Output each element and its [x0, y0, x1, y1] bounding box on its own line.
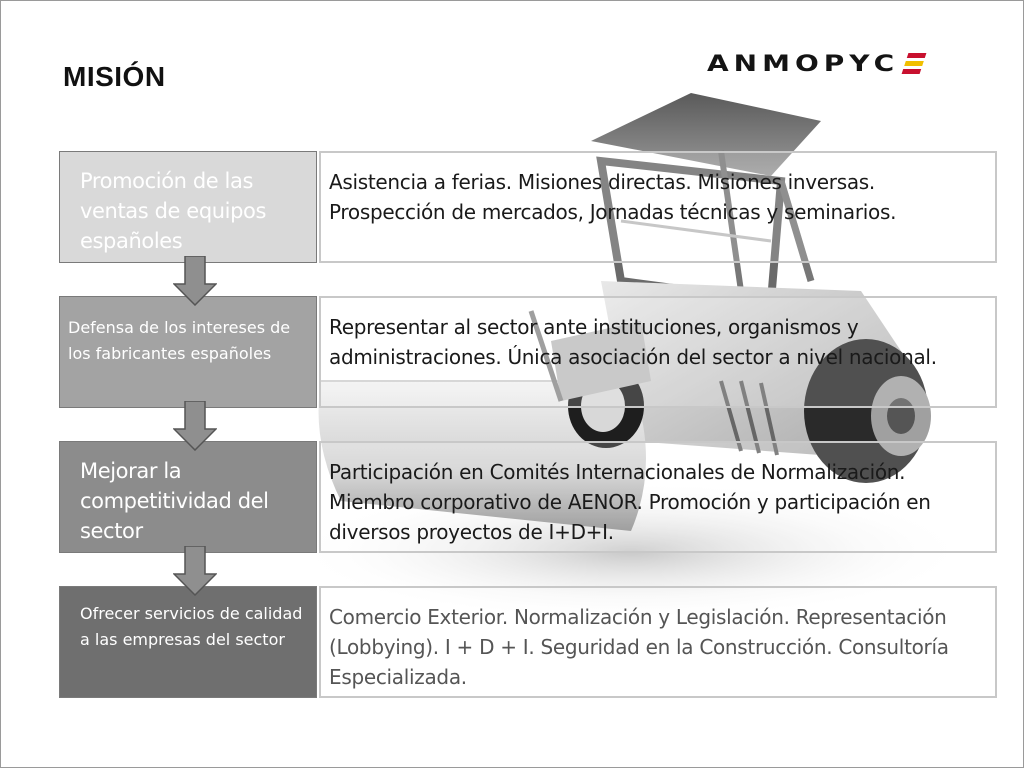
anmopyc-logo: ANMOPYC: [707, 43, 927, 83]
mission-description-box: Asistencia a ferias. Misiones directas. …: [319, 151, 997, 263]
down-arrow-icon: [173, 401, 217, 451]
slide-title: MISIÓN: [63, 61, 166, 92]
mission-category-box: Promoción de las ventas de equipos españ…: [59, 151, 317, 263]
road-roller-illustration: [301, 93, 971, 621]
flag-stripe-top: [906, 52, 927, 58]
mission-category-label: Defensa de los intereses de los fabrican…: [68, 318, 291, 363]
mission-category-box: Ofrecer servicios de calidad a las empre…: [59, 586, 317, 698]
mission-description-box: Representar al sector ante instituciones…: [319, 296, 997, 408]
logo-text: ANMOPYC: [707, 50, 900, 76]
mission-description-text: Participación en Comités Internacionales…: [329, 460, 931, 544]
mission-description-text: Asistencia a ferias. Misiones directas. …: [329, 170, 897, 224]
down-arrow-icon: [173, 546, 217, 596]
flag-stripe-bottom: [901, 68, 922, 74]
mission-category-box: Mejorar la competitividad del sector: [59, 441, 317, 553]
mission-description-text: Representar al sector ante instituciones…: [329, 315, 937, 369]
mission-category-label: Promoción de las ventas de equipos españ…: [80, 169, 267, 253]
mission-description-text: Comercio Exterior. Normalización y Legis…: [329, 605, 949, 689]
spain-flag-icon: [901, 52, 927, 74]
down-arrow-icon: [173, 256, 217, 306]
mission-category-label: Mejorar la competitividad del sector: [80, 459, 269, 543]
flag-stripe-middle: [904, 60, 924, 66]
mission-category-box: Defensa de los intereses de los fabrican…: [59, 296, 317, 408]
mission-category-label: Ofrecer servicios de calidad a las empre…: [80, 604, 303, 649]
mission-description-box: Participación en Comités Internacionales…: [319, 441, 997, 553]
mission-description-box: Comercio Exterior. Normalización y Legis…: [319, 586, 997, 698]
